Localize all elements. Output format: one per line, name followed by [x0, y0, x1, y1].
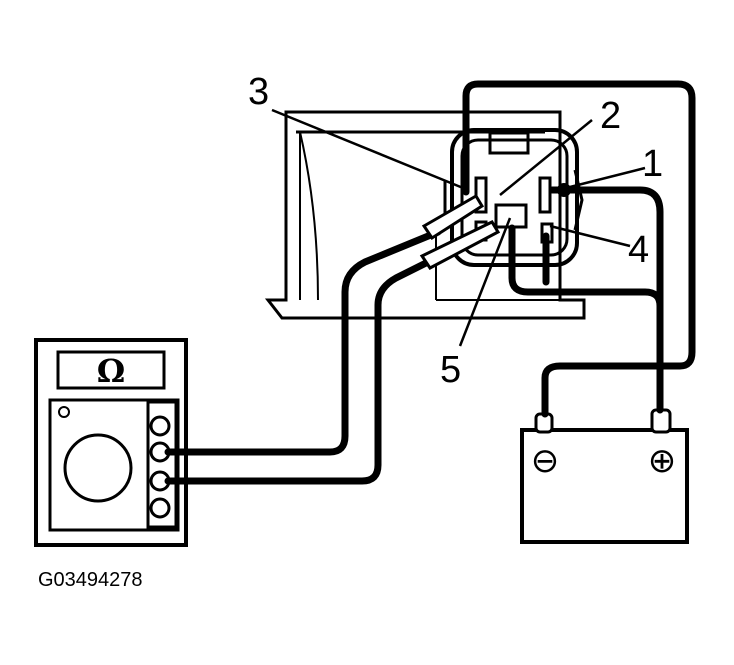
wire-battery-positive-to-terminal-1 — [548, 186, 664, 414]
ohmmeter-jack-4 — [149, 497, 171, 519]
callout-4: 4 — [628, 229, 649, 271]
battery: ⊖ ⊕ — [520, 408, 689, 544]
ohmmeter-display — [56, 350, 166, 390]
ohmmeter-lead-lower — [164, 256, 436, 485]
figure-id: G03494278 — [38, 569, 143, 591]
ohm-symbol: Ω — [97, 352, 125, 390]
probe-lower — [419, 220, 501, 270]
wire-battery-negative-to-terminal-3 — [462, 80, 696, 418]
ohmmeter-probes — [419, 193, 501, 270]
leader-line-4 — [549, 224, 631, 248]
leader-line-2 — [499, 119, 593, 196]
ohmmeter-dial — [63, 433, 133, 503]
callout-1: 1 — [642, 143, 663, 185]
callout-5: 5 — [440, 349, 461, 391]
ohmmeter-indicator-light — [58, 406, 70, 418]
leader-line-3 — [271, 108, 469, 192]
ohmmeter: Ω — [34, 338, 188, 547]
callout-3: 3 — [248, 71, 269, 113]
component-housing — [264, 110, 586, 320]
leader-line-5 — [458, 217, 512, 347]
leader-line-1 — [565, 166, 646, 190]
callout-2: 2 — [600, 95, 621, 137]
battery-body — [520, 428, 689, 544]
terminal-1-connection-dot — [557, 183, 571, 197]
battery-negative-terminal-label: ⊖ — [531, 441, 560, 481]
ohmmeter-jack-1 — [149, 415, 171, 437]
probe-upper — [421, 193, 485, 241]
wire-terminal-5-to-battery-positive — [508, 224, 664, 310]
battery-positive-terminal-label: ⊕ — [648, 441, 677, 481]
ohmmeter-lead-upper — [164, 228, 442, 456]
